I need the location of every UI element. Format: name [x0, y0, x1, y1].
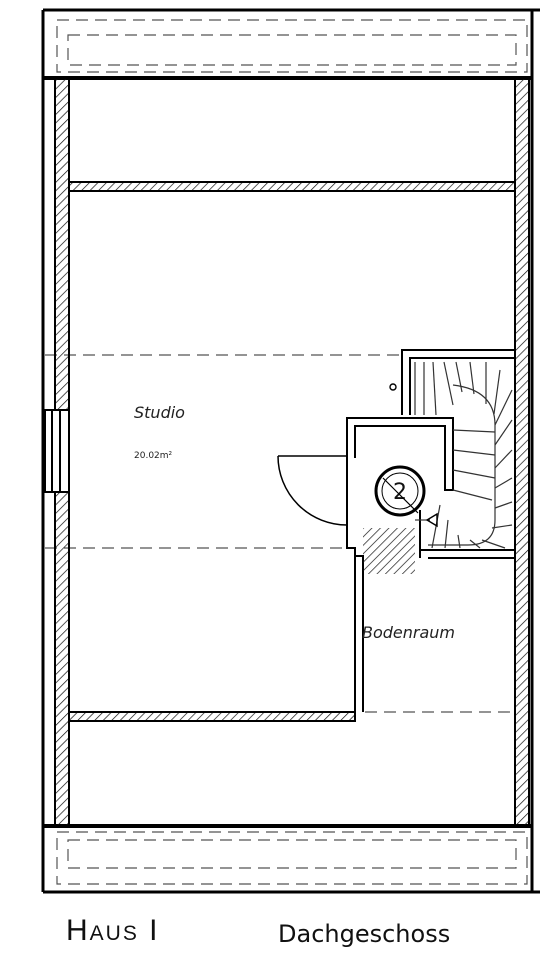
room-label-studio: Studio — [134, 403, 185, 422]
window — [44, 409, 70, 493]
stair-arrow-icon — [389, 383, 438, 528]
studio-partition-wall — [346, 458, 364, 712]
stair-enclosure-walls — [346, 349, 515, 559]
knee-walls — [68, 181, 516, 722]
staircase — [414, 361, 513, 549]
house-title: Haus I — [66, 914, 160, 947]
floor-name: Dachgeschoss — [278, 920, 451, 948]
stair-marker: 2 — [374, 465, 426, 517]
door-swing — [277, 455, 348, 526]
floor-plan-drawing: 2 Studio 20.02m² Bodenraum — [41, 8, 540, 894]
room-area-studio: 20.02m² — [134, 451, 173, 461]
eaves-dashed-lines — [45, 19, 528, 885]
landing-hatch — [363, 528, 415, 574]
exterior-walls — [54, 77, 530, 827]
room-label-bodenraum: Bodenraum — [362, 623, 455, 642]
outer-frame — [41, 8, 540, 894]
stair-marker-label: 2 — [393, 480, 407, 505]
